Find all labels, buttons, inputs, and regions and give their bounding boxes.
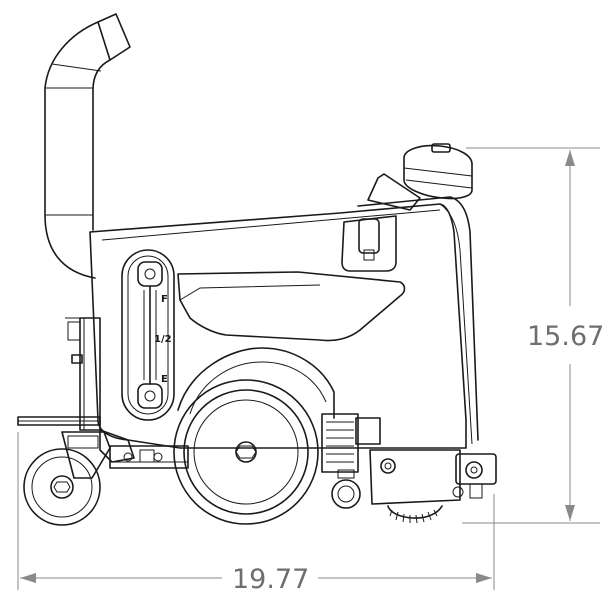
tank-body: F 1/2 E — [89, 143, 479, 449]
spring-assembly — [321, 413, 381, 509]
brush-housing — [369, 449, 497, 505]
exhaust-pipe — [44, 13, 131, 279]
front-caster — [23, 431, 111, 526]
width-dimension: 19.77 — [17, 432, 495, 595]
gauge-label-half: 1/2 — [154, 334, 172, 345]
gauge-label-empty: E — [161, 374, 168, 385]
gauge-label-full: F — [161, 294, 168, 305]
width-dimension-label: 19.77 — [232, 564, 309, 595]
rotary-brush — [387, 505, 443, 524]
height-dimension-label: 15.67 — [527, 321, 604, 352]
height-dimension: 15.67 — [462, 147, 604, 524]
handle-frame — [17, 317, 135, 463]
main-wheel — [173, 379, 319, 525]
